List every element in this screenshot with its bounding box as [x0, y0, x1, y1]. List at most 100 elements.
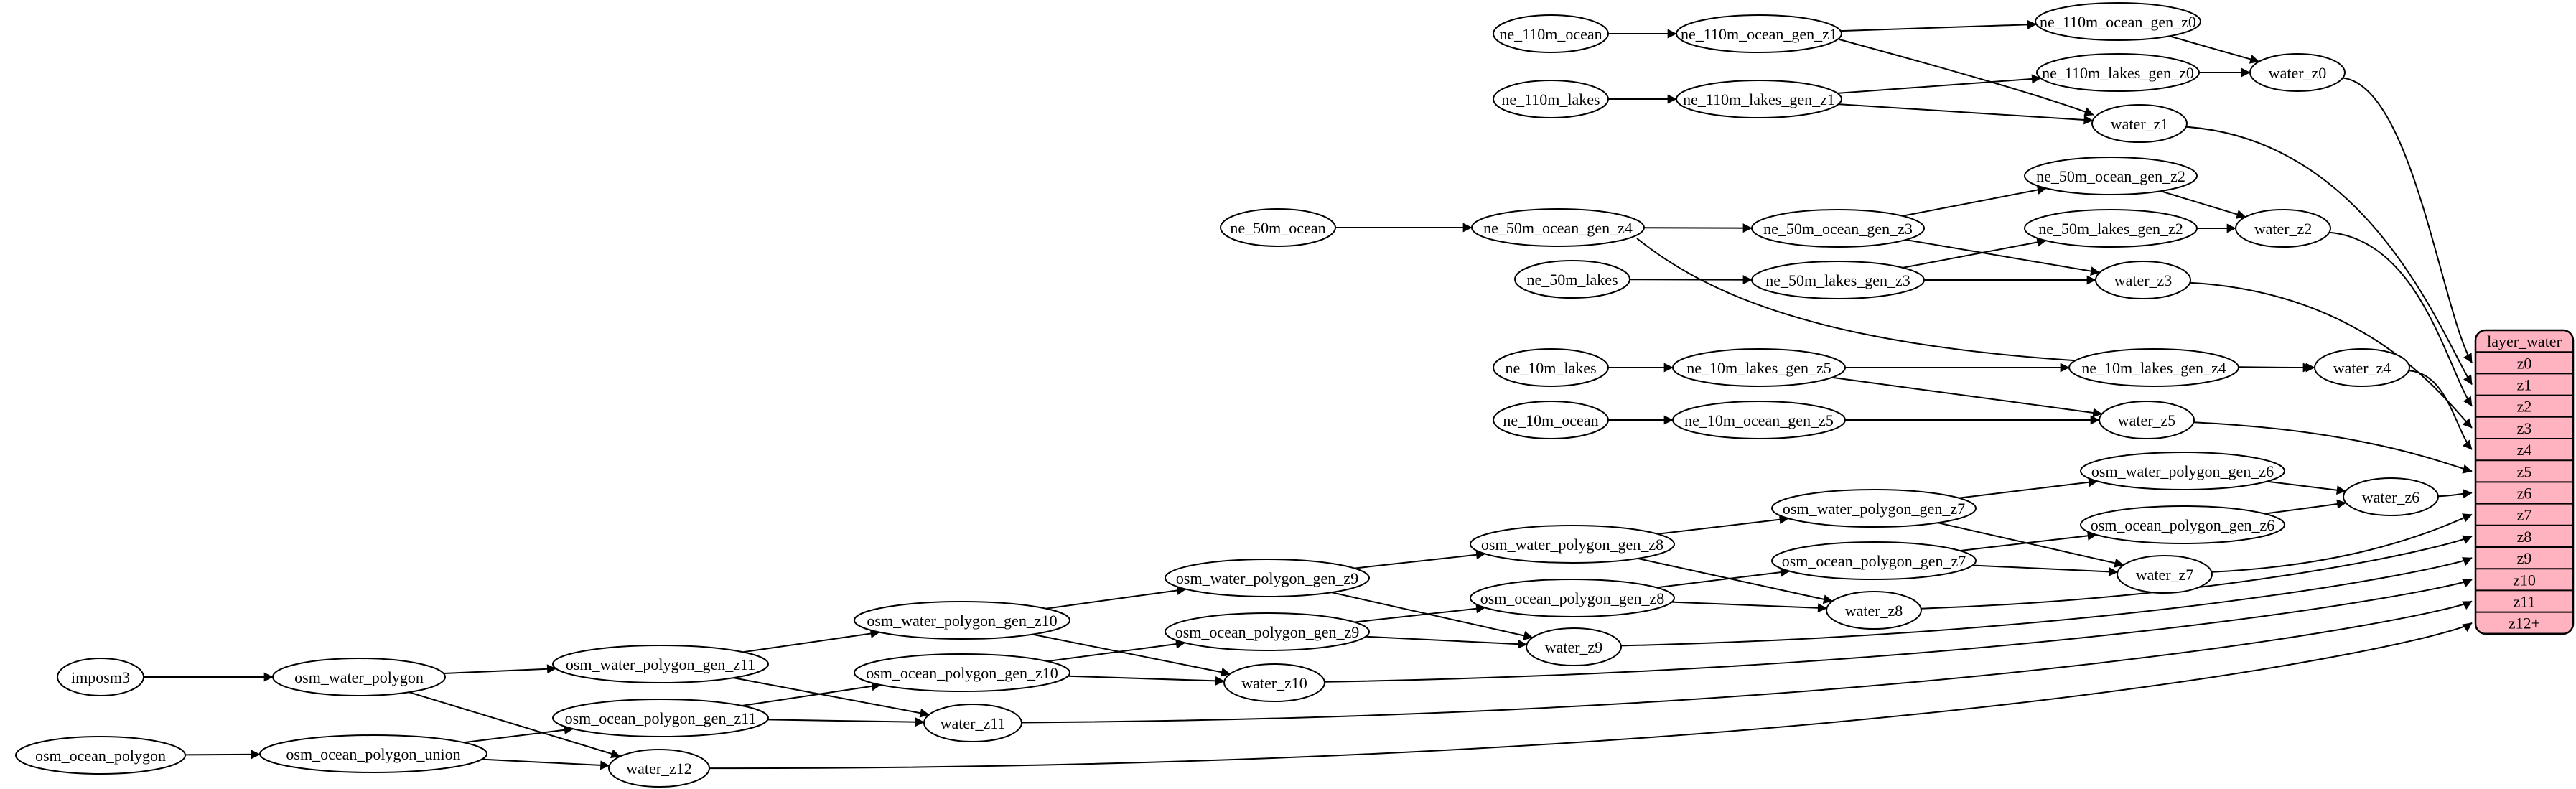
- node-shape: [1220, 208, 1336, 247]
- node-ne_110m_lakes_gen_z1: ne_110m_lakes_gen_z1: [1676, 80, 1842, 118]
- node-osm_ocean_polygon_gen_z8: osm_ocean_polygon_gen_z8: [1470, 579, 1675, 617]
- node-shape: [1676, 80, 1842, 118]
- record-row-z7: z7: [2517, 506, 2532, 524]
- record-row-z4: z4: [2517, 441, 2532, 459]
- node-shape: [57, 658, 144, 696]
- edge-osm_water_polygon_gen_z10-to-water_z10: [1032, 633, 1231, 677]
- node-label: imposm3: [71, 668, 130, 686]
- node-shape: [1826, 591, 1922, 630]
- node-imposm3: imposm3: [57, 658, 144, 696]
- edge-water_z9-to-layer_water-z9: [1620, 557, 2473, 647]
- edge-water_z7-to-layer_water-z7: [2211, 513, 2473, 573]
- node-label: osm_ocean_polygon_gen_z10: [866, 664, 1058, 682]
- edge-osm_water_polygon_gen_z11-to-water_z11: [733, 677, 930, 718]
- node-ne_10m_ocean_gen_z5: ne_10m_ocean_gen_z5: [1672, 401, 1846, 439]
- node-shape: [1514, 260, 1630, 299]
- node-ne_10m_lakes_gen_z5: ne_10m_lakes_gen_z5: [1672, 348, 1846, 387]
- node-water_z7: water_z7: [2117, 555, 2213, 594]
- node-shape: [1470, 579, 1675, 617]
- edge-osm_ocean_polygon_union-to-osm_ocean_polygon_gen_z11: [463, 725, 574, 744]
- edge-osm_ocean_polygon_gen_z11-to-water_z11: [767, 717, 925, 727]
- node-osm_water_polygon_gen_z7: osm_water_polygon_gen_z7: [1771, 489, 1977, 528]
- edge-osm_ocean_polygon_gen_z10-to-osm_ocean_polygon_gen_z9: [1047, 639, 1186, 663]
- node-label: ne_110m_lakes_gen_z1: [1683, 90, 1835, 108]
- node-shape: [1751, 209, 1925, 248]
- edge-osm_water_polygon_gen_z9-to-osm_water_polygon_gen_z8: [1354, 550, 1486, 569]
- node-shape: [854, 601, 1070, 640]
- node-shape: [2117, 555, 2213, 594]
- node-ne_110m_lakes_gen_z0: ne_110m_lakes_gen_z0: [2036, 53, 2200, 92]
- record-row-z1: z1: [2517, 376, 2532, 394]
- edges-layer: [144, 19, 2473, 770]
- node-osm_ocean_polygon_gen_z7: osm_ocean_polygon_gen_z7: [1771, 541, 1977, 580]
- node-shape: [1165, 612, 1370, 651]
- node-label: water_z4: [2333, 359, 2391, 377]
- node-label: water_z10: [1241, 674, 1307, 692]
- node-label: ne_10m_lakes: [1505, 359, 1596, 377]
- node-label: osm_ocean_polygon_gen_z9: [1175, 623, 1360, 641]
- edge-ne_50m_ocean_gen_z4-to-water_z4: [1636, 238, 2313, 373]
- node-label: osm_water_polygon_gen_z9: [1176, 569, 1358, 587]
- edge-water_z12-to-layer_water-z12+: [709, 622, 2473, 770]
- node-shape: [552, 645, 769, 683]
- record-row-z3: z3: [2517, 419, 2532, 437]
- node-label: osm_water_polygon_gen_z8: [1481, 536, 1663, 554]
- node-shape: [2080, 505, 2285, 544]
- node-shape: [272, 658, 446, 696]
- node-label: water_z1: [2111, 115, 2169, 133]
- node-ne_110m_ocean_gen_z0: ne_110m_ocean_gen_z0: [2035, 2, 2201, 41]
- node-shape: [2343, 477, 2439, 516]
- node-shape: [1493, 14, 1609, 53]
- record-row-z6: z6: [2517, 485, 2532, 503]
- node-ne_50m_lakes: ne_50m_lakes: [1514, 260, 1630, 299]
- nodes-layer: ne_110m_ocean ne_110m_lakes ne_110m_ocean_…: [15, 2, 2439, 788]
- node-label: osm_ocean_polygon_gen_z11: [565, 709, 757, 727]
- node-label: water_z0: [2269, 64, 2327, 82]
- node-label: ne_50m_ocean_gen_z3: [1763, 220, 1913, 238]
- node-label: osm_water_polygon_gen_z7: [1783, 500, 1965, 518]
- node-ne_110m_ocean: ne_110m_ocean: [1493, 14, 1609, 53]
- edge-osm_ocean_polygon_gen_z8-to-osm_ocean_polygon_gen_z7: [1656, 567, 1791, 589]
- edge-osm_water_polygon-to-water_z12: [409, 691, 621, 759]
- node-water_z3: water_z3: [2095, 261, 2191, 299]
- node-osm_water_polygon_gen_z8: osm_water_polygon_gen_z8: [1470, 525, 1675, 564]
- node-label: water_z3: [2114, 271, 2173, 289]
- node-water_z6: water_z6: [2343, 477, 2439, 516]
- record-row-z2: z2: [2517, 398, 2532, 416]
- node-ne_50m_lakes_gen_z3: ne_50m_lakes_gen_z3: [1751, 261, 1925, 299]
- node-osm_ocean_polygon: osm_ocean_polygon: [15, 736, 186, 775]
- node-ne_50m_lakes_gen_z2: ne_50m_lakes_gen_z2: [2024, 209, 2198, 248]
- edge-osm_ocean_polygon_gen_z9-to-water_z9: [1366, 635, 1528, 649]
- edge-osm_water_polygon_gen_z7-to-osm_water_polygon_gen_z6: [1959, 477, 2099, 499]
- node-label: osm_ocean_polygon_union: [286, 745, 460, 763]
- node-shape: [259, 734, 487, 773]
- edge-water_z3-to-layer_water-z3: [2190, 281, 2473, 429]
- edge-osm_ocean_polygon_union-to-water_z12: [482, 758, 610, 770]
- node-label: ne_110m_ocean_gen_z1: [1681, 25, 1837, 43]
- edge-osm_ocean_polygon_gen_z8-to-water_z8: [1671, 601, 1827, 613]
- node-water_z11: water_z11: [923, 704, 1022, 742]
- edge-water_z1-to-layer_water-z1: [2185, 126, 2473, 386]
- node-osm_water_polygon_gen_z6: osm_water_polygon_gen_z6: [2080, 452, 2285, 490]
- edge-osm_ocean_polygon_gen_z10-to-water_z10: [1068, 675, 1225, 686]
- record-title: layer_water: [2487, 332, 2562, 350]
- node-shape: [1751, 261, 1925, 299]
- node-label: ne_10m_lakes_gen_z5: [1686, 359, 1831, 377]
- node-shape: [1471, 208, 1645, 247]
- node-label: ne_110m_lakes_gen_z0: [2042, 64, 2194, 82]
- node-label: osm_ocean_polygon_gen_z6: [2091, 516, 2275, 534]
- node-shape: [552, 699, 769, 737]
- node-osm_ocean_polygon_gen_z11: osm_ocean_polygon_gen_z11: [552, 699, 769, 737]
- edge-osm_water_polygon_gen_z8-to-osm_water_polygon_gen_z7: [1657, 515, 1789, 535]
- node-label: ne_110m_lakes: [1501, 90, 1600, 108]
- node-shape: [1165, 559, 1370, 597]
- node-shape: [1223, 663, 1325, 702]
- node-shape: [2080, 452, 2285, 490]
- edge-water_z6-to-layer_water-z6: [2437, 489, 2473, 499]
- node-water_z0: water_z0: [2249, 53, 2346, 92]
- node-label: ne_50m_ocean: [1230, 219, 1325, 237]
- node-osm_water_polygon: osm_water_polygon: [272, 658, 446, 696]
- edge-osm_ocean_polygon_gen_z7-to-osm_ocean_polygon_gen_z6: [1959, 531, 2097, 552]
